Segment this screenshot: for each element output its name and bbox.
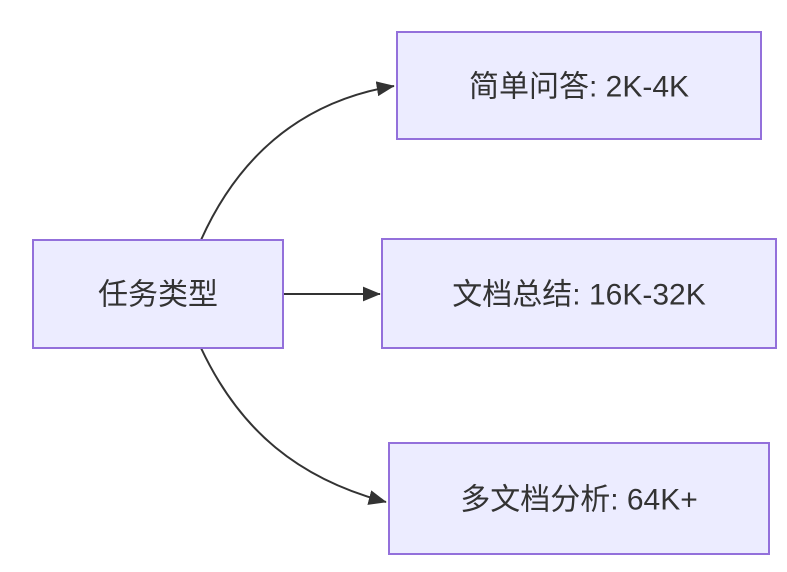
node-multi-doc-label: 多文档分析: 64K+ — [460, 484, 698, 517]
node-multi-doc-box — [388, 442, 770, 555]
node-multi-doc: 多文档分析: 64K+ — [388, 442, 770, 555]
node-task-type: 任务类型 — [32, 239, 284, 349]
node-doc-summary-label: 文档总结: 16K-32K — [452, 279, 705, 312]
edge-task-type-to-multi-doc — [200, 347, 387, 505]
node-doc-summary-box — [381, 238, 777, 349]
node-simple-qa: 简单问答: 2K-4K — [396, 31, 762, 140]
node-simple-qa-label: 简单问答: 2K-4K — [469, 71, 689, 104]
node-task-type-label: 任务类型 — [98, 279, 218, 312]
edge-task-type-to-simple-qa — [200, 81, 395, 241]
node-simple-qa-box — [396, 31, 762, 140]
node-doc-summary: 文档总结: 16K-32K — [381, 238, 777, 349]
node-task-type-box — [32, 239, 284, 349]
